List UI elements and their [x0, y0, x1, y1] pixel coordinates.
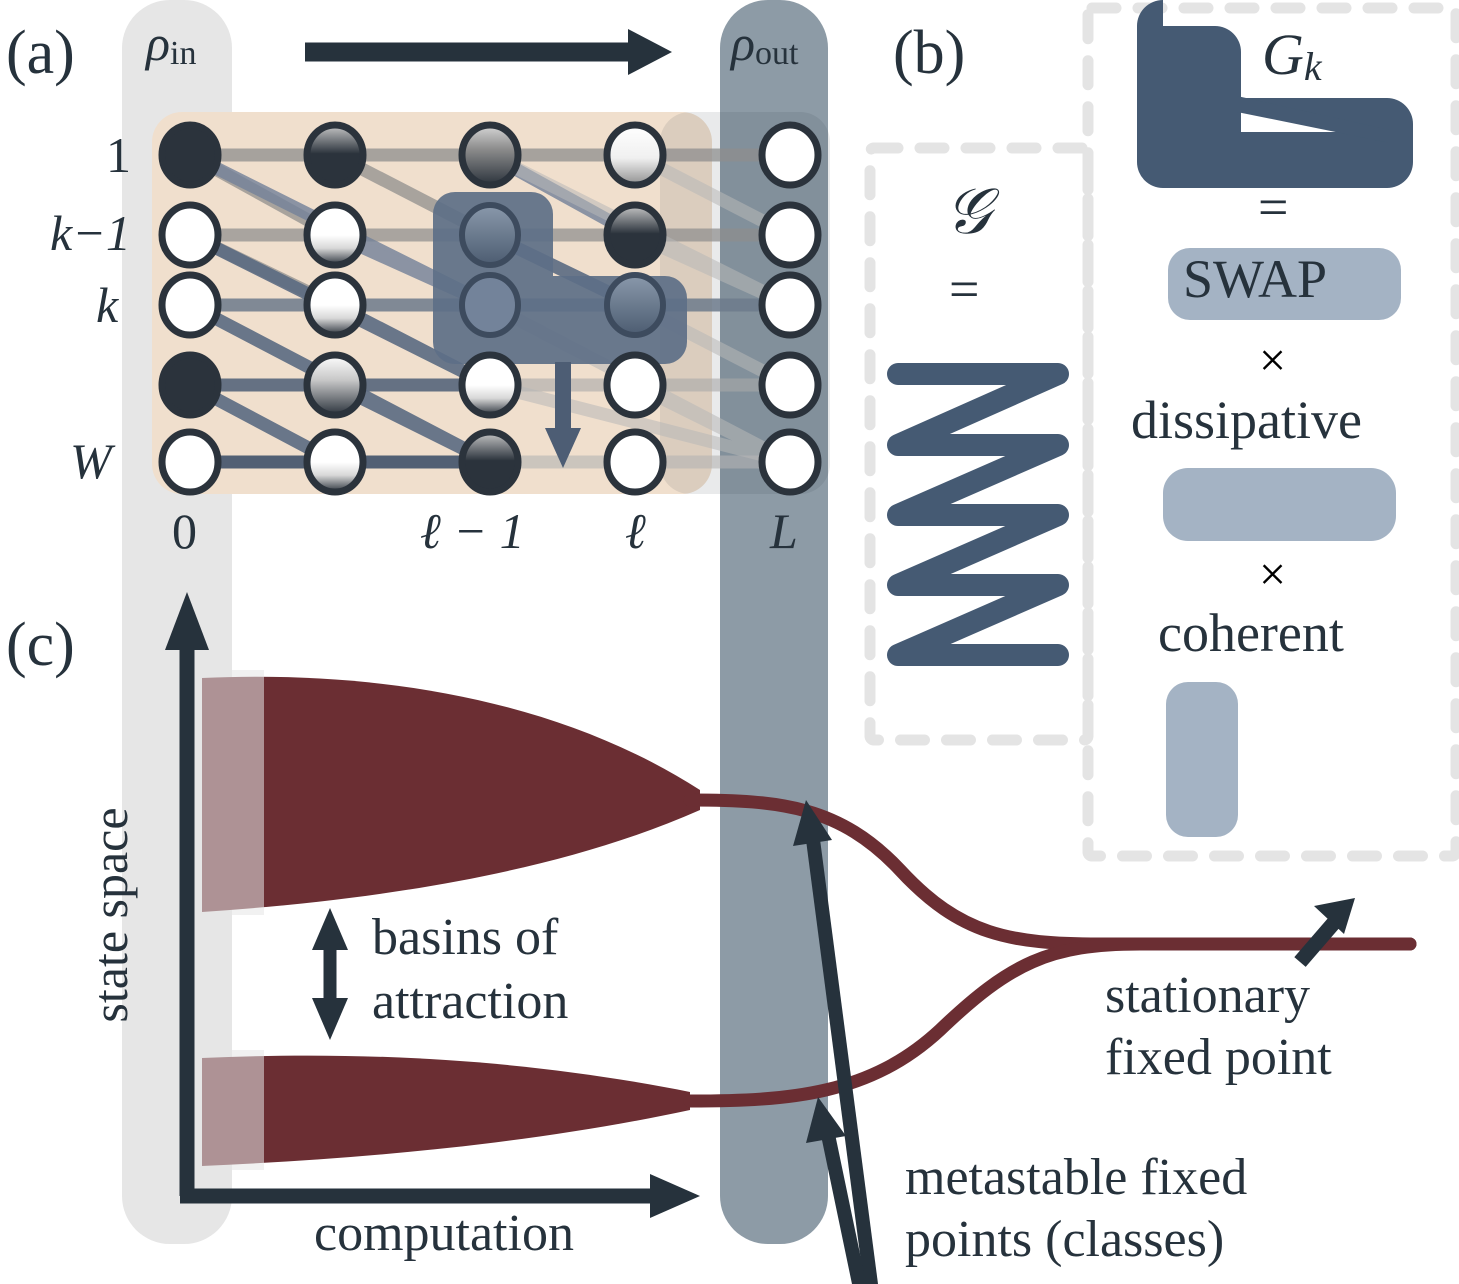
node [158, 121, 222, 189]
gate-subscript: k [1303, 44, 1322, 89]
node [158, 271, 222, 339]
panel-a-label: (a) [6, 19, 75, 87]
lower-basin-region [202, 1055, 690, 1166]
coherent-label: coherent [1158, 603, 1344, 663]
panel-b-label: (b) [893, 19, 966, 87]
rho-out-symbol: ρ [731, 15, 755, 71]
panel-b-outer-dashed-box [1082, 2, 1459, 862]
metastable-arrows-icon [793, 800, 879, 1284]
basins-label-line1: basins of [372, 909, 559, 966]
down-arrow-icon [545, 362, 581, 468]
basins-label-line2: attraction [372, 973, 569, 1030]
node [603, 121, 667, 189]
metastable-label-line1: metastable fixed [905, 1149, 1248, 1206]
times-sign-2: × [1259, 548, 1287, 601]
dissipative-label: dissipative [1131, 390, 1362, 450]
gate-block-shape [1137, 0, 1413, 188]
column-label-ell: ℓ [625, 503, 646, 559]
times-sign-1: × [1259, 334, 1287, 387]
dissipative-box [1163, 468, 1396, 541]
y-axis-label: state space [82, 807, 138, 1023]
node [303, 271, 367, 339]
gate-label: Gk [1262, 26, 1322, 87]
node [458, 351, 522, 419]
node [158, 201, 222, 269]
node [603, 351, 667, 419]
node [458, 121, 522, 189]
stationary-arrow-icon [1294, 898, 1355, 967]
stationary-label-line1: stationary [1105, 967, 1311, 1024]
node [458, 428, 522, 496]
coherent-box [1166, 682, 1238, 837]
node [158, 351, 222, 419]
node [603, 201, 667, 269]
node [603, 428, 667, 496]
node [303, 428, 367, 496]
x-axis-label: computation [314, 1205, 574, 1262]
rho-in-symbol: ρ [146, 15, 170, 71]
node [758, 121, 822, 189]
serpentine-circuit-icon [887, 363, 1069, 666]
node [758, 201, 822, 269]
swap-label: SWAP [1183, 249, 1328, 309]
node [758, 271, 822, 339]
node-in-gate [604, 272, 666, 338]
output-state-label: ρout [731, 18, 798, 71]
row-label-W: W [70, 433, 112, 489]
panel-c-axes [165, 592, 700, 1218]
node [758, 428, 822, 496]
row-label-k-minus-1: k−1 [50, 205, 131, 261]
channel-symbol: 𝒢 [945, 176, 991, 247]
stationary-label-line2: fixed point [1105, 1029, 1332, 1086]
rho-in-subscript: in [170, 35, 197, 72]
circuit-nodes [158, 121, 822, 496]
node-in-gate [459, 272, 521, 338]
node [158, 428, 222, 496]
node [303, 351, 367, 419]
column-label-0: 0 [172, 503, 197, 559]
lower-trajectory-curve [683, 937, 1417, 1108]
row-label-k: k [96, 277, 119, 333]
upper-trajectory-curve [683, 793, 1417, 951]
panel-c-label: (c) [6, 611, 75, 679]
flow-arrow-icon [305, 29, 672, 75]
gate-symbol: G [1262, 22, 1304, 87]
channel-equals-sign: = [949, 259, 980, 319]
node [758, 351, 822, 419]
swap-box [1168, 248, 1401, 320]
node-in-gate [459, 202, 521, 268]
column-label-ell-minus-1: ℓ − 1 [420, 503, 525, 559]
row-label-1: 1 [106, 127, 131, 183]
column-label-L: L [770, 503, 798, 559]
basin-fade-upper [202, 670, 264, 915]
node [303, 201, 367, 269]
metastable-label-line2: points (classes) [905, 1211, 1225, 1268]
basins-double-arrow-icon [312, 908, 348, 1040]
node [303, 121, 367, 189]
rho-out-subscript: out [755, 35, 799, 72]
input-state-label: ρin [146, 18, 196, 71]
upper-basin-region [202, 676, 700, 912]
gate-equals-sign: = [1258, 177, 1289, 237]
basin-fade-lower [202, 1050, 264, 1170]
